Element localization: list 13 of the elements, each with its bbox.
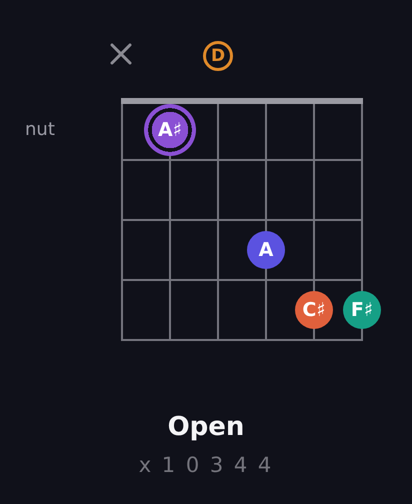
open-string-ring xyxy=(203,41,233,71)
note-name: A xyxy=(258,240,274,260)
chord-name: Open xyxy=(168,412,244,442)
note-name: A♯ xyxy=(158,120,182,140)
fingering-label: x 1 0 3 4 4 xyxy=(138,453,274,477)
note-name: C♯ xyxy=(302,300,326,320)
nut-label: nut xyxy=(25,119,55,141)
note-name: D xyxy=(210,48,226,64)
note-dot xyxy=(295,291,333,329)
note-name: F♯ xyxy=(350,300,374,320)
root-note-dot xyxy=(144,104,196,156)
note-dot xyxy=(247,231,285,269)
note-dot xyxy=(343,291,381,329)
